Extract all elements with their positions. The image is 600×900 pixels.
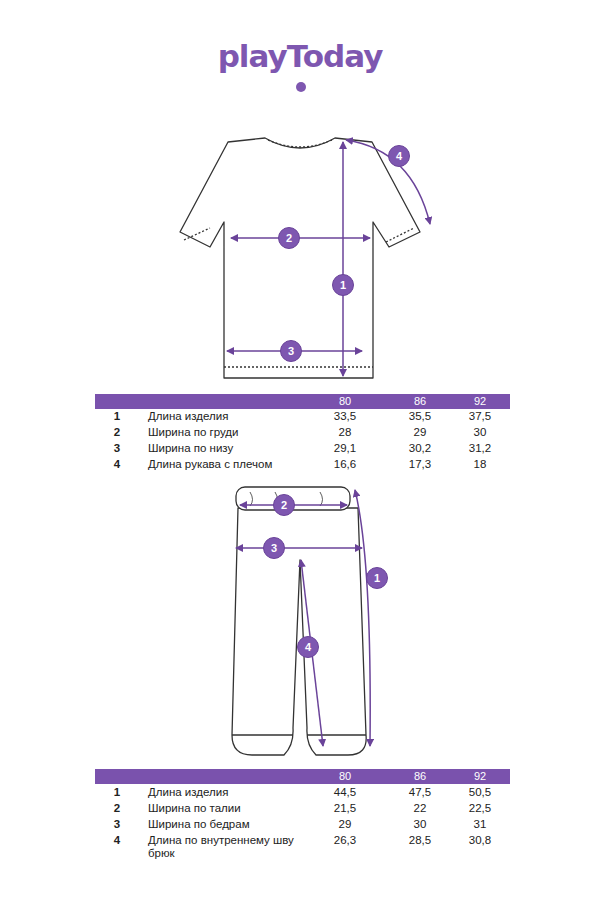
- measure-value: 35,5: [395, 410, 445, 423]
- measure-value: 47,5: [395, 786, 445, 799]
- row-number: 2: [107, 802, 127, 815]
- table-header-band: 80 86 92: [95, 769, 510, 784]
- measure-value: 30: [395, 818, 445, 831]
- callout-label: 4: [305, 642, 311, 653]
- callout-number: 3: [263, 537, 285, 559]
- row-number: 4: [107, 834, 127, 847]
- measure-value: 18: [455, 458, 505, 471]
- measure-value: 29,1: [320, 442, 370, 455]
- callout-label: 1: [374, 573, 380, 584]
- measure-value: 22,5: [455, 802, 505, 815]
- dimension-line: [346, 140, 430, 224]
- measure-value: 50,5: [455, 786, 505, 799]
- callout-label: 4: [396, 151, 402, 162]
- measure-value: 22: [395, 802, 445, 815]
- measure-value: 26,3: [320, 834, 370, 847]
- measure-value: 29: [395, 426, 445, 439]
- size-header: 86: [400, 770, 440, 783]
- callout-label: 1: [340, 280, 346, 291]
- measure-value: 28,5: [395, 834, 445, 847]
- measure-name: Длина рукава с плечом: [148, 458, 323, 471]
- measure-name: Ширина по низу: [148, 442, 323, 455]
- measure-value: 30,2: [395, 442, 445, 455]
- row-number: 1: [107, 410, 127, 423]
- tshirt-outline: [180, 138, 420, 378]
- measure-name: Длина по внутреннему шву брюк: [148, 834, 323, 860]
- callout-number: 2: [273, 494, 295, 516]
- measure-value: 31: [455, 818, 505, 831]
- callout-label: 2: [286, 233, 292, 244]
- callout-number: 4: [388, 145, 410, 167]
- measure-value: 31,2: [455, 442, 505, 455]
- callout-number: 3: [280, 340, 302, 362]
- measure-name: Ширина по бедрам: [148, 818, 323, 831]
- logo-dot: [296, 82, 306, 92]
- size-header: 80: [325, 770, 365, 783]
- measure-name: Ширина по груди: [148, 426, 323, 439]
- measure-value: 30,8: [455, 834, 505, 847]
- measure-value: 44,5: [320, 786, 370, 799]
- pants-outline: [232, 487, 366, 755]
- callout-label: 3: [288, 346, 294, 357]
- callout-number: 1: [366, 567, 388, 589]
- measure-name: Длина изделия: [148, 410, 323, 423]
- row-number: 3: [107, 818, 127, 831]
- size-header: 80: [325, 395, 365, 408]
- measure-name: Длина изделия: [148, 786, 323, 799]
- callout-number: 2: [278, 227, 300, 249]
- measure-value: 30: [455, 426, 505, 439]
- measure-value: 28: [320, 426, 370, 439]
- dimension-line: [355, 490, 370, 746]
- measure-value: 17,3: [395, 458, 445, 471]
- size-header: 92: [460, 770, 500, 783]
- row-number: 3: [107, 442, 127, 455]
- callout-label: 2: [281, 500, 287, 511]
- logo-title: playToday: [0, 38, 600, 74]
- measure-value: 37,5: [455, 410, 505, 423]
- callout-number: 4: [297, 636, 319, 658]
- callout-label: 3: [271, 543, 277, 554]
- measure-value: 16,6: [320, 458, 370, 471]
- row-number: 2: [107, 426, 127, 439]
- measure-name: Ширина по талии: [148, 802, 323, 815]
- size-header: 86: [400, 395, 440, 408]
- callout-number: 1: [332, 274, 354, 296]
- row-number: 4: [107, 458, 127, 471]
- table-header-band: 80 86 92: [95, 394, 510, 409]
- dimension-line: [236, 547, 362, 549]
- dimension-line: [231, 237, 370, 239]
- measure-value: 29: [320, 818, 370, 831]
- size-header: 92: [460, 395, 500, 408]
- dimension-line: [342, 142, 344, 376]
- row-number: 1: [107, 786, 127, 799]
- measure-value: 21,5: [320, 802, 370, 815]
- measure-value: 33,5: [320, 410, 370, 423]
